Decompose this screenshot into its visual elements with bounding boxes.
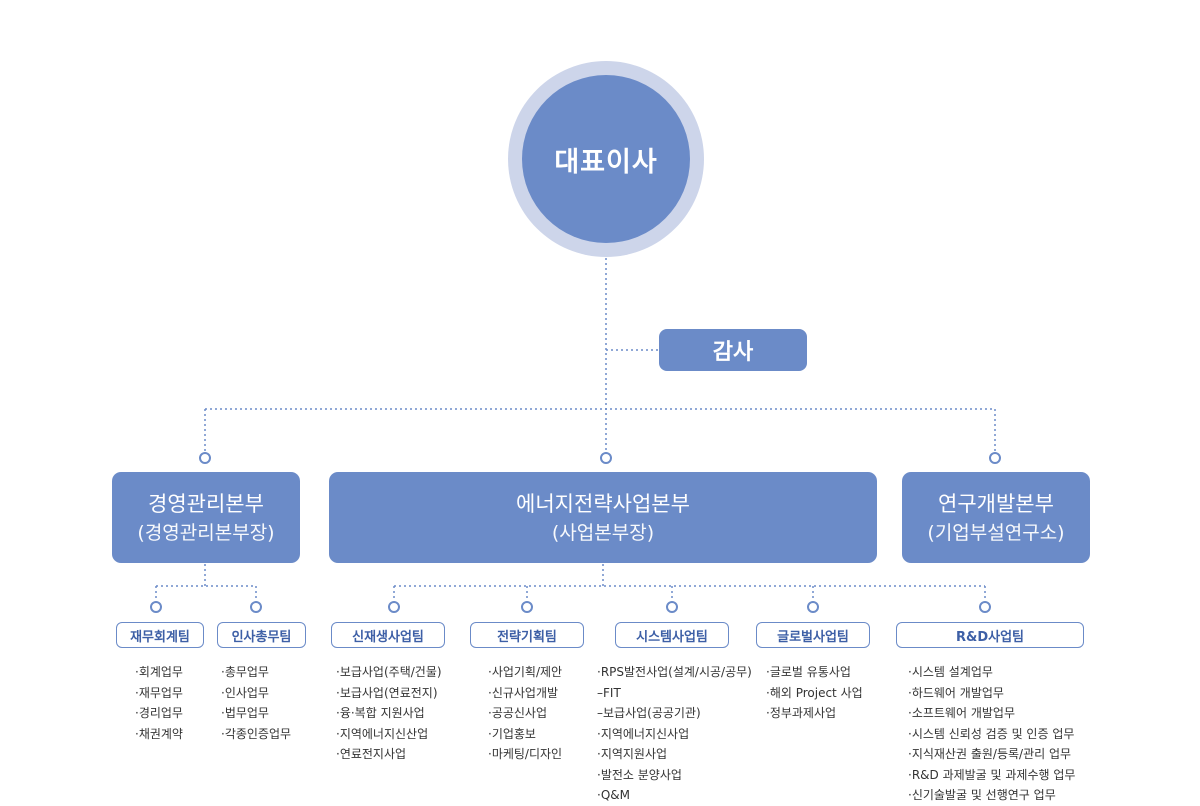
connector-dot — [989, 452, 1001, 464]
task-item: ·Q&M — [597, 788, 630, 802]
task-item: ·경리업무 — [135, 706, 183, 720]
connector-dot — [600, 452, 612, 464]
task-item: ·발전소 분양사업 — [597, 767, 682, 782]
task-item: ·기업홍보 — [488, 726, 536, 741]
division-rnd[interactable]: 연구개발본부 (기업부설연구소) — [902, 472, 1090, 563]
team-finance[interactable]: 재무회계팀 — [116, 622, 204, 648]
task-item: ·지역지원사업 — [597, 747, 668, 761]
task-item: ·총무업무 — [221, 665, 269, 679]
task-item: ·시스템 신뢰성 검증 및 인증 업무 — [908, 726, 1075, 741]
task-list-rndteam: ·시스템 설계업무 ·하드웨어 개발업무 ·소프트웨어 개발업무 ·시스템 신뢰… — [908, 662, 1075, 806]
team-global[interactable]: 글로벌사업팀 — [756, 622, 870, 648]
task-item: –보급사업(공공기관) — [597, 706, 701, 720]
ceo-node[interactable]: 대표이사 — [522, 75, 690, 243]
connector-dot — [521, 601, 533, 613]
task-item: ·하드웨어 개발업무 — [908, 685, 1004, 700]
task-item: ·채권계약 — [135, 726, 183, 741]
task-item: ·보급사업(주택/건물) — [336, 665, 442, 679]
division-title: 경영관리본부 — [148, 491, 264, 516]
task-item: ·R&D 과제발굴 및 과제수행 업무 — [908, 767, 1076, 782]
task-item: ·연료전지사업 — [336, 747, 407, 761]
task-item: ·인사업무 — [221, 685, 269, 700]
division-title: 에너지전략사업본부 — [516, 491, 690, 516]
task-item: ·시스템 설계업무 — [908, 665, 993, 679]
task-item: ·지역에너지신산업 — [336, 726, 429, 741]
connector-dot — [388, 601, 400, 613]
division-energy[interactable]: 에너지전략사업본부 (사업본부장) — [329, 472, 877, 563]
division-mgmt[interactable]: 경영관리본부 (경영관리본부장) — [112, 472, 300, 563]
task-list-renewable: ·보급사업(주택/건물) ·보급사업(연료전지) ·융·복합 지원사업 ·지역에… — [336, 662, 442, 765]
team-name: 시스템사업팀 — [636, 629, 708, 645]
team-hr[interactable]: 인사총무팀 — [217, 622, 306, 648]
task-item: ·소프트웨어 개발업무 — [908, 706, 1015, 720]
task-item: ·신기술발굴 및 선행연구 업무 — [908, 788, 1056, 802]
task-item: ·각종인증업무 — [221, 726, 292, 741]
task-item: ·RPS발전사업(설계/시공/공무) — [597, 665, 752, 679]
task-item: ·정부과제사업 — [766, 706, 837, 720]
task-item: ·법무업무 — [221, 706, 269, 720]
task-list-finance: ·회계업무 ·재무업무 ·경리업무 ·채권계약 — [135, 662, 183, 744]
task-item: ·사업기획/제안 — [488, 665, 563, 679]
connector-dot — [150, 601, 162, 613]
ceo-label: 대표이사 — [554, 146, 658, 178]
team-name: R&D사업팀 — [955, 629, 1025, 645]
task-item: ·융·복합 지원사업 — [336, 706, 425, 720]
connector-dot — [250, 601, 262, 613]
task-item: ·재무업무 — [135, 685, 183, 700]
team-name: 글로벌사업팀 — [777, 629, 849, 645]
task-list-global: ·글로벌 유통사업 ·해외 Project 사업 ·정부과제사업 — [766, 662, 863, 724]
connector-dot — [979, 601, 991, 613]
task-item: ·해외 Project 사업 — [766, 685, 863, 700]
division-subtitle: (기업부설연구소) — [927, 521, 1065, 544]
team-system[interactable]: 시스템사업팀 — [615, 622, 729, 648]
team-rndteam[interactable]: R&D사업팀 — [896, 622, 1084, 648]
team-name: 인사총무팀 — [231, 629, 292, 645]
team-name: 재무회계팀 — [130, 629, 190, 645]
connector-dot — [666, 601, 678, 613]
audit-label: 감사 — [712, 340, 754, 365]
task-item: ·신규사업개발 — [488, 685, 559, 700]
task-item: ·보급사업(연료전지) — [336, 685, 438, 700]
task-item: ·글로벌 유통사업 — [766, 665, 851, 679]
connector-dot — [807, 601, 819, 613]
task-list-system: ·RPS발전사업(설계/시공/공무) –FIT –보급사업(공공기관) ·지역에… — [597, 662, 752, 806]
connector-dot — [199, 452, 211, 464]
division-title: 연구개발본부 — [938, 491, 1054, 516]
task-list-strategy: ·사업기획/제안 ·신규사업개발 ·공공신사업 ·기업홍보 ·마케팅/디자인 — [488, 662, 562, 765]
task-item: ·마케팅/디자인 — [488, 747, 563, 761]
team-renewable[interactable]: 신재생사업팀 — [331, 622, 445, 648]
task-item: ·공공신사업 — [488, 706, 548, 720]
division-subtitle: (사업본부장) — [551, 521, 655, 544]
division-subtitle: (경영관리본부장) — [137, 521, 275, 544]
task-item: ·지식재산권 출원/등록/관리 업무 — [908, 747, 1072, 761]
team-name: 신재생사업팀 — [352, 629, 424, 645]
task-item: ·회계업무 — [135, 665, 183, 679]
task-item: –FIT — [597, 685, 621, 700]
audit-node[interactable]: 감사 — [659, 329, 807, 371]
team-strategy[interactable]: 전략기획팀 — [470, 622, 584, 648]
team-name: 전략기획팀 — [497, 629, 557, 645]
task-item: ·지역에너지신사업 — [597, 726, 690, 741]
task-list-hr: ·총무업무 ·인사업무 ·법무업무 ·각종인증업무 — [221, 662, 291, 744]
